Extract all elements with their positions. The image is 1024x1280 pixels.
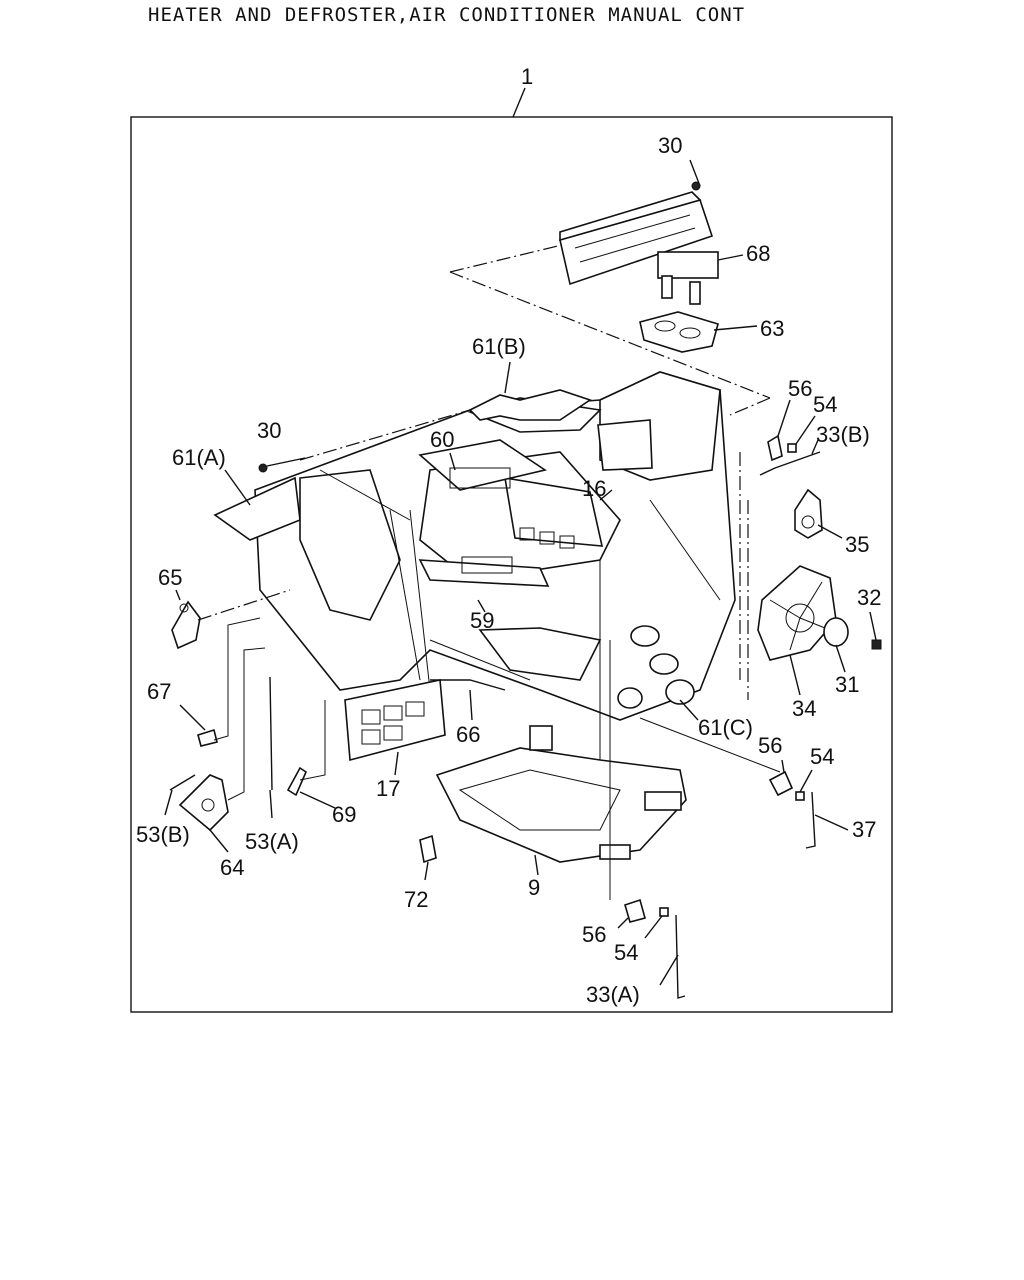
- lever-56a: [767, 434, 783, 462]
- rod-33a: [675, 914, 686, 999]
- cam-34: [757, 565, 837, 661]
- callout-67: 67: [147, 679, 171, 704]
- callout-35: 35: [845, 532, 869, 557]
- door-17: [344, 679, 446, 762]
- rod-53b: [169, 774, 196, 791]
- callout-61a: 61(A): [172, 445, 226, 470]
- diagram-frame: [130, 116, 893, 1013]
- screw-30a: [691, 181, 701, 191]
- callout-69: 69: [332, 802, 356, 827]
- callout-53a: 53(A): [245, 829, 299, 854]
- callout-37: 37: [852, 817, 876, 842]
- callout-53b: 53(B): [136, 822, 190, 847]
- page-title: HEATER AND DEFROSTER,AIR CONDITIONER MAN…: [148, 4, 746, 26]
- callout-34: 34: [792, 696, 816, 721]
- rod-66: [430, 679, 506, 691]
- leader-30a: [689, 159, 701, 187]
- rod-53a: [269, 676, 273, 791]
- callout-54a: 54: [813, 392, 837, 417]
- lever-64: [178, 774, 229, 832]
- heater-case: [213, 371, 736, 760]
- clip-54a: [787, 443, 797, 453]
- callout-56c: 56: [582, 922, 606, 947]
- callout-65: 65: [158, 565, 182, 590]
- lower-case-9: [435, 725, 687, 863]
- callout-56b: 56: [758, 733, 782, 758]
- callout-9: 9: [528, 875, 540, 900]
- clip-54c: [659, 907, 669, 917]
- heater-core-68: [559, 191, 719, 305]
- lever-35: [794, 488, 823, 539]
- screw-30b: [258, 463, 268, 473]
- lever-56c: [624, 898, 646, 923]
- callout-16: 16: [582, 476, 606, 501]
- gasket-63: [639, 311, 719, 353]
- callout-17: 17: [376, 776, 400, 801]
- leader-1: [512, 87, 526, 118]
- link-69: [286, 766, 308, 797]
- callout-32: 32: [857, 585, 881, 610]
- callout-33b: 33(B): [816, 422, 870, 447]
- callout-60: 60: [430, 427, 454, 452]
- callout-66: 66: [456, 722, 480, 747]
- callout-61b: 61(B): [472, 334, 526, 359]
- callout-31: 31: [835, 672, 859, 697]
- callout-54b: 54: [810, 744, 834, 769]
- callout-30a: 30: [658, 133, 682, 158]
- rod-33b: [759, 451, 821, 476]
- callout-54c: 54: [614, 940, 638, 965]
- callout-56a: 56: [788, 376, 812, 401]
- rod-37: [805, 791, 816, 849]
- callout-68: 68: [746, 241, 770, 266]
- callout-59: 59: [470, 608, 494, 633]
- bracket-61b: [468, 389, 592, 421]
- callout-72: 72: [404, 887, 428, 912]
- callout-61c: 61(C): [698, 715, 753, 740]
- washer-31: [823, 617, 849, 647]
- callout-63: 63: [760, 316, 784, 341]
- screw-32: [871, 639, 882, 650]
- callout-1: 1: [521, 64, 533, 89]
- callout-64: 64: [220, 855, 244, 880]
- clip-72: [419, 834, 437, 864]
- clip-54b: [795, 791, 805, 801]
- callout-30b: 30: [257, 418, 281, 443]
- callout-33a: 33(A): [586, 982, 640, 1007]
- lever-56b: [768, 770, 794, 797]
- link-65: [171, 600, 201, 650]
- clip-67: [197, 728, 218, 747]
